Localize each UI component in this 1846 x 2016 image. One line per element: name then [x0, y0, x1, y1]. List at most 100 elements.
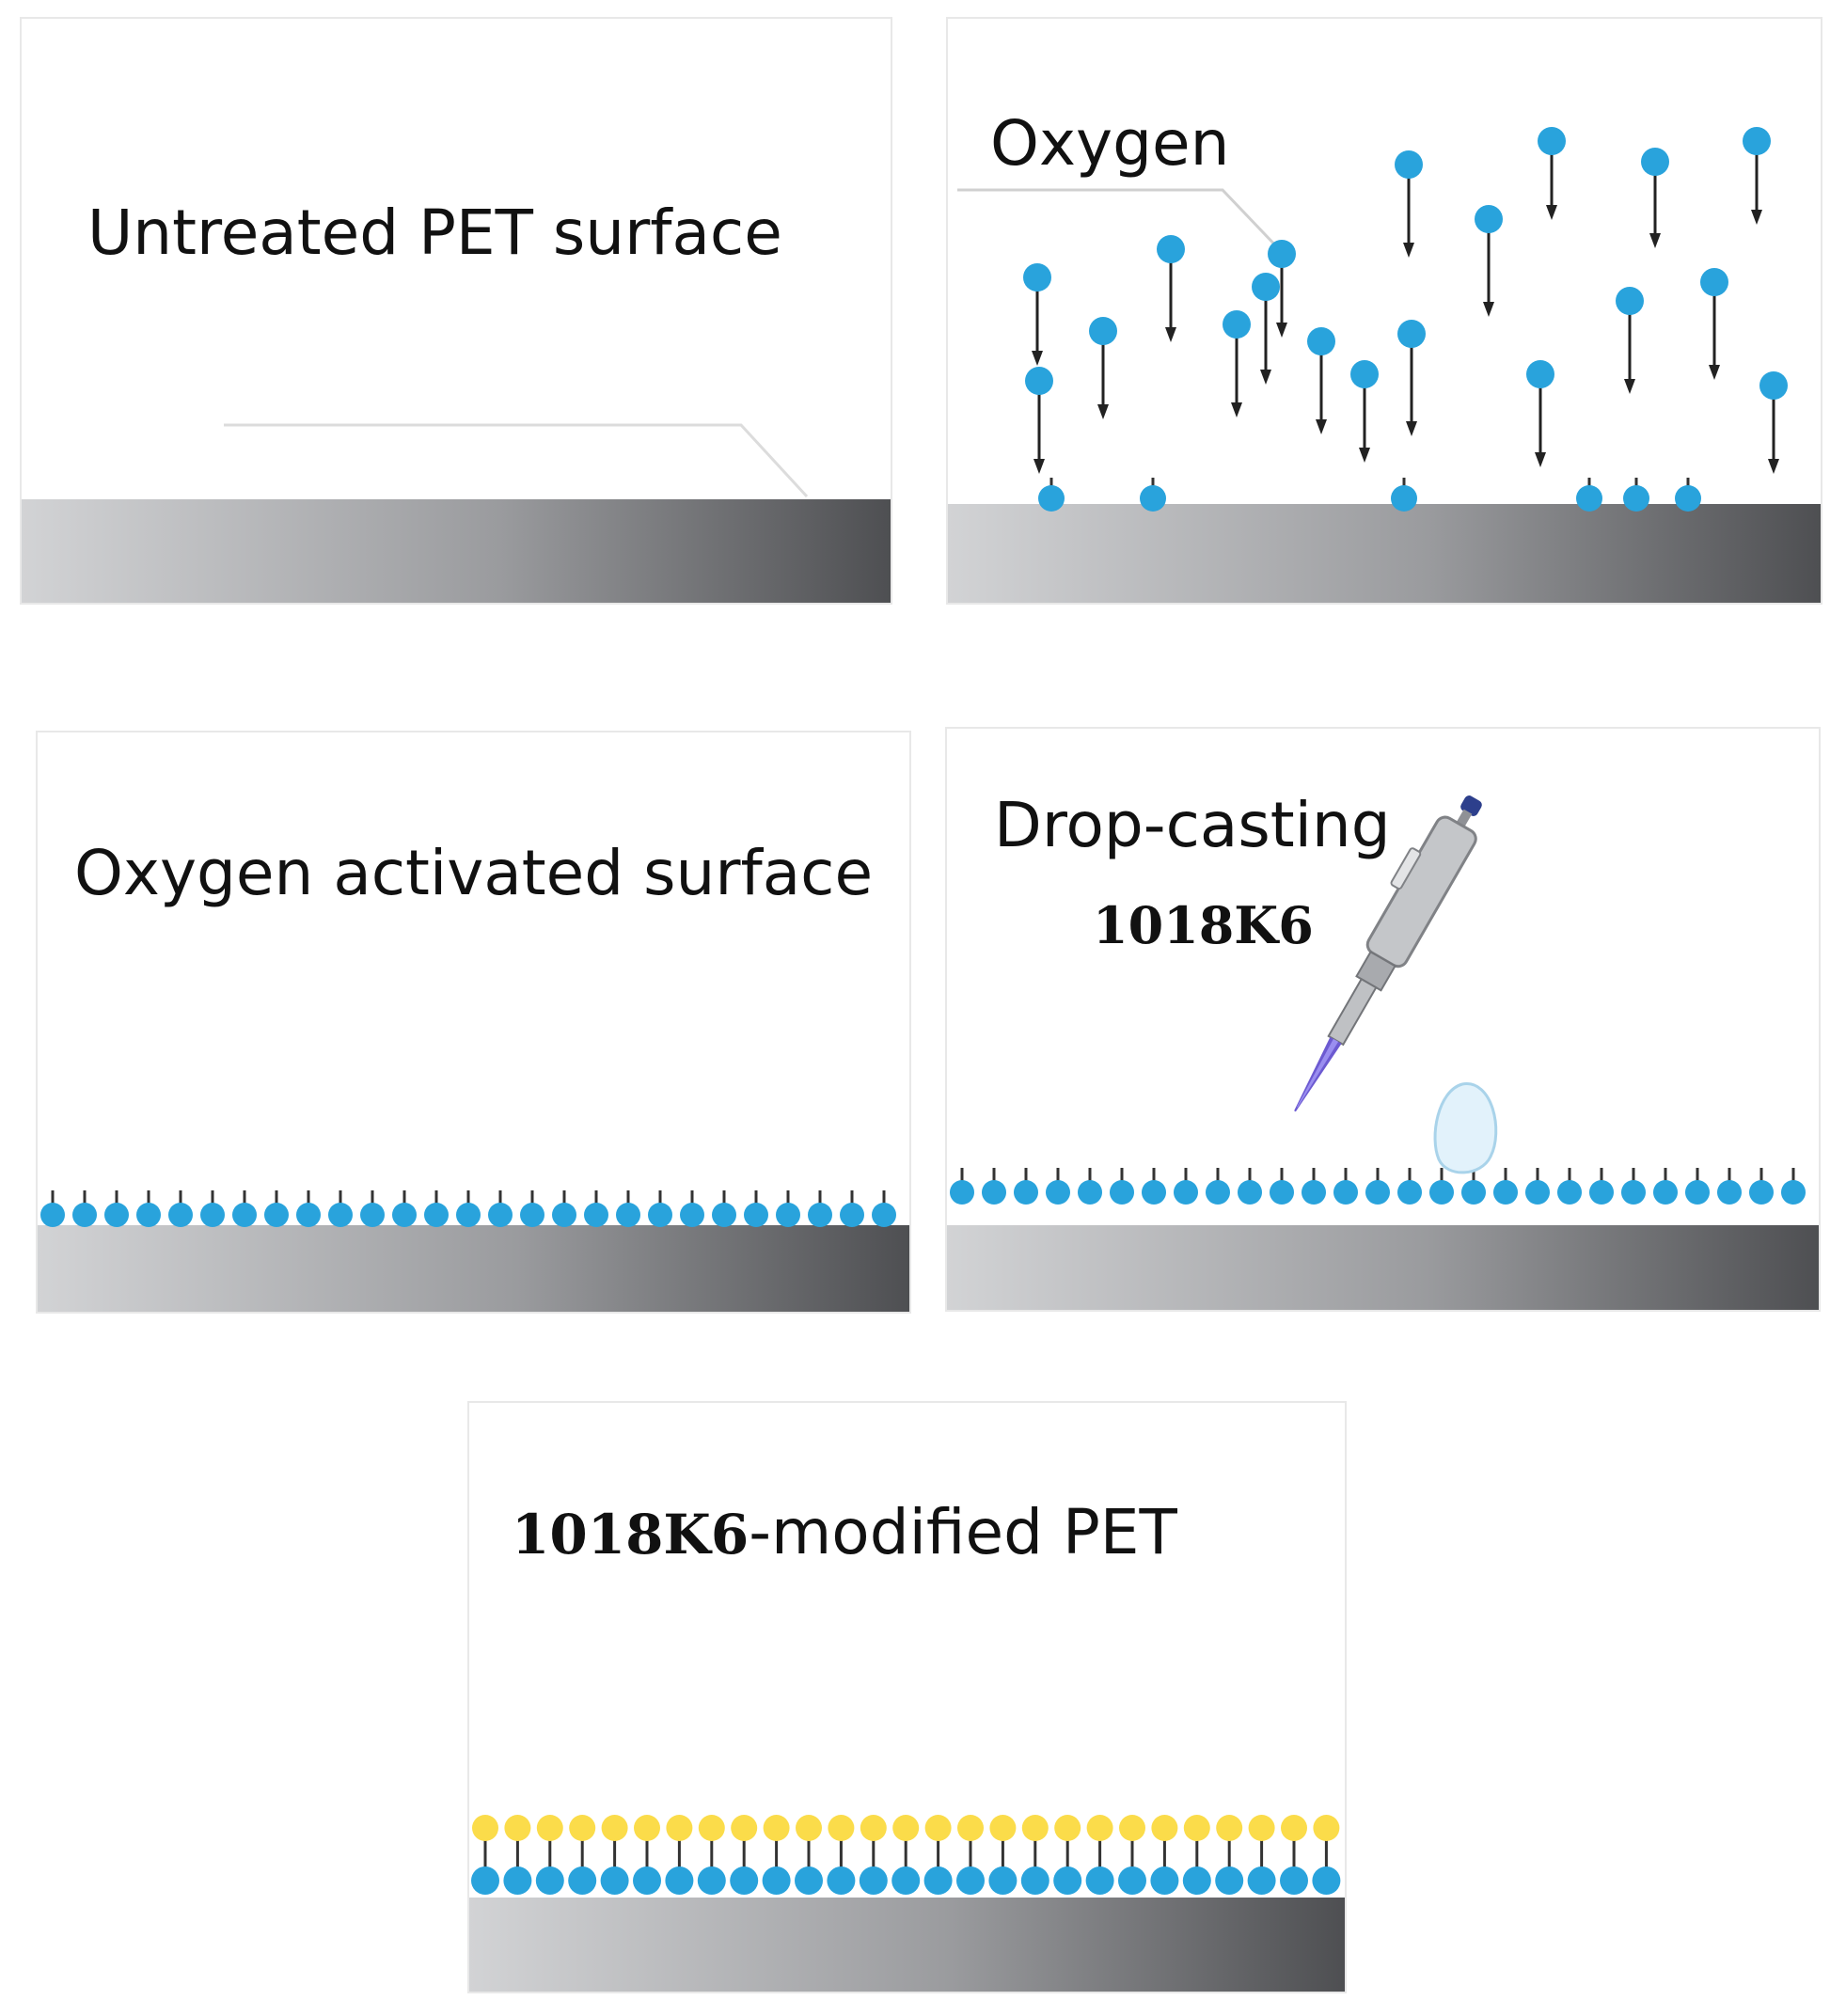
activated-oxygen-atom [392, 1190, 417, 1227]
surface-oxygen-atom [1576, 478, 1602, 512]
activated-oxygen-atom [712, 1190, 736, 1227]
label-modified-pet: 1018K6-modified PET [512, 1497, 1177, 1568]
activated-oxygen-atom [744, 1190, 768, 1227]
activated-oxygen-atom [1014, 1168, 1038, 1205]
peptide-oxygen-pair [697, 1815, 726, 1895]
peptide-oxygen-pair [891, 1815, 921, 1895]
falling-oxygen-atom [1089, 317, 1117, 419]
surface-oxygen-atoms [1038, 478, 1701, 512]
activated-oxygen-atom [1781, 1168, 1806, 1205]
panel-modified-pet: 1018K6-modified PET [467, 1401, 1347, 1993]
oxygen-leader-line [957, 188, 1284, 254]
pet-substrate [22, 499, 891, 603]
label-untreated-pet: Untreated PET surface [87, 197, 782, 269]
untreated-leader-line [224, 423, 809, 498]
peptide-oxygen-pair [503, 1815, 532, 1895]
activated-oxygen-atom [648, 1190, 672, 1227]
activated-oxygen-atom [1749, 1168, 1774, 1205]
peptide-oxygen-pair [923, 1815, 953, 1895]
falling-oxygen-atom [1023, 263, 1051, 366]
activated-oxygen-atom [360, 1190, 385, 1227]
activated-oxygen-atom [1525, 1168, 1550, 1205]
peptide-oxygen-pair [471, 1815, 499, 1895]
activated-oxygen-atom [1365, 1168, 1390, 1205]
label-peptide-prefix: 1018K6 [512, 1503, 749, 1567]
activated-oxygen-atom [1397, 1168, 1422, 1205]
surface-oxygen-atom [1623, 478, 1649, 512]
panel-untreated-pet: Untreated PET surface [20, 17, 892, 605]
activated-oxygen-atom [104, 1190, 129, 1227]
panel-drop-casting: Drop-casting 1018K6 [945, 727, 1821, 1312]
activated-oxygen-atom [1557, 1168, 1582, 1205]
pet-substrate [948, 504, 1821, 603]
activated-oxygen-atom [1206, 1168, 1230, 1205]
oxygen-atoms-diagram [957, 127, 1788, 512]
activated-oxygen-atom [136, 1190, 161, 1227]
activated-oxygen-atom [680, 1190, 704, 1227]
falling-oxygen-atom [1395, 150, 1423, 258]
activated-oxygen-atom [72, 1190, 97, 1227]
peptide-oxygen-pair [762, 1815, 791, 1895]
activated-oxygen-atom [1046, 1168, 1070, 1205]
activated-oxygen-atom [1621, 1168, 1646, 1205]
activated-oxygen-atom [328, 1190, 353, 1227]
falling-oxygen-atom [1616, 287, 1644, 394]
activated-oxygen-atom [1142, 1168, 1166, 1205]
surface-oxygen-atom [1675, 478, 1701, 512]
activated-oxygen-atom [296, 1190, 321, 1227]
activated-oxygen-atom [808, 1190, 832, 1227]
activated-oxygen-atom [616, 1190, 640, 1227]
activated-oxygen-atom [488, 1190, 513, 1227]
activated-oxygen-row [40, 1190, 896, 1227]
peptide-oxygen-pair [600, 1815, 629, 1895]
peptide-oxygen-pair [1280, 1815, 1308, 1895]
falling-oxygen-atom [1475, 205, 1503, 317]
peptide-oxygen-pair [1020, 1815, 1049, 1895]
label-oxygen: Oxygen [990, 107, 1230, 180]
peptide-oxygen-pair [1053, 1815, 1082, 1895]
falling-oxygen-atoms [1023, 127, 1788, 474]
dropcast-diagram [950, 795, 1806, 1205]
label-oxygen-activated: Oxygen activated surface [73, 837, 874, 909]
activated-oxygen-atom [776, 1190, 800, 1227]
falling-oxygen-atom [1759, 371, 1788, 474]
falling-oxygen-atom [1538, 127, 1566, 220]
activated-oxygen-atom [1110, 1168, 1134, 1205]
pet-substrate [38, 1225, 909, 1312]
activated-oxygen-atom [1717, 1168, 1742, 1205]
activated-oxygen-atom [982, 1168, 1006, 1205]
activated-oxygen-atom [950, 1168, 974, 1205]
falling-oxygen-atom [1700, 268, 1728, 380]
peptide-oxygen-pair [535, 1815, 564, 1895]
activated-oxygen-atom [1685, 1168, 1710, 1205]
falling-oxygen-atom [1350, 360, 1379, 463]
surface-oxygen-atom [1391, 478, 1417, 512]
peptide-oxygen-pair [1312, 1815, 1341, 1895]
activated-oxygen-atom [1333, 1168, 1358, 1205]
activated-oxygen-atom [1078, 1168, 1102, 1205]
activated-oxygen-atom [1429, 1168, 1454, 1205]
activated-oxygen-atom [1302, 1168, 1326, 1205]
activated-oxygen-atom [200, 1190, 225, 1227]
activated-oxygen-row [950, 1168, 1806, 1205]
activated-oxygen-atom [232, 1190, 257, 1227]
peptide-oxygen-pair [1085, 1815, 1114, 1895]
pipette-icon [1294, 795, 1482, 1112]
peptide-oxygen-pair [1150, 1815, 1179, 1895]
activated-oxygen-atom [552, 1190, 576, 1227]
falling-oxygen-atom [1252, 273, 1280, 385]
peptide-oxygen-pair [988, 1815, 1018, 1895]
peptide-oxygen-pair [633, 1815, 661, 1895]
surface-oxygen-atom [1038, 478, 1065, 512]
falling-oxygen-atom [1307, 327, 1335, 434]
activated-oxygen-atom [1174, 1168, 1198, 1205]
activated-oxygen-atom [40, 1190, 65, 1227]
pet-substrate [947, 1225, 1819, 1310]
falling-oxygen-atom [1157, 235, 1185, 342]
peptide-oxygen-pair [956, 1815, 985, 1895]
activated-oxygen-atom [584, 1190, 608, 1227]
activated-oxygen-atom [264, 1190, 289, 1227]
peptide-oxygen-pair [665, 1815, 694, 1895]
pet-substrate [469, 1898, 1345, 1992]
label-drop-casting: Drop-casting [994, 789, 1391, 861]
